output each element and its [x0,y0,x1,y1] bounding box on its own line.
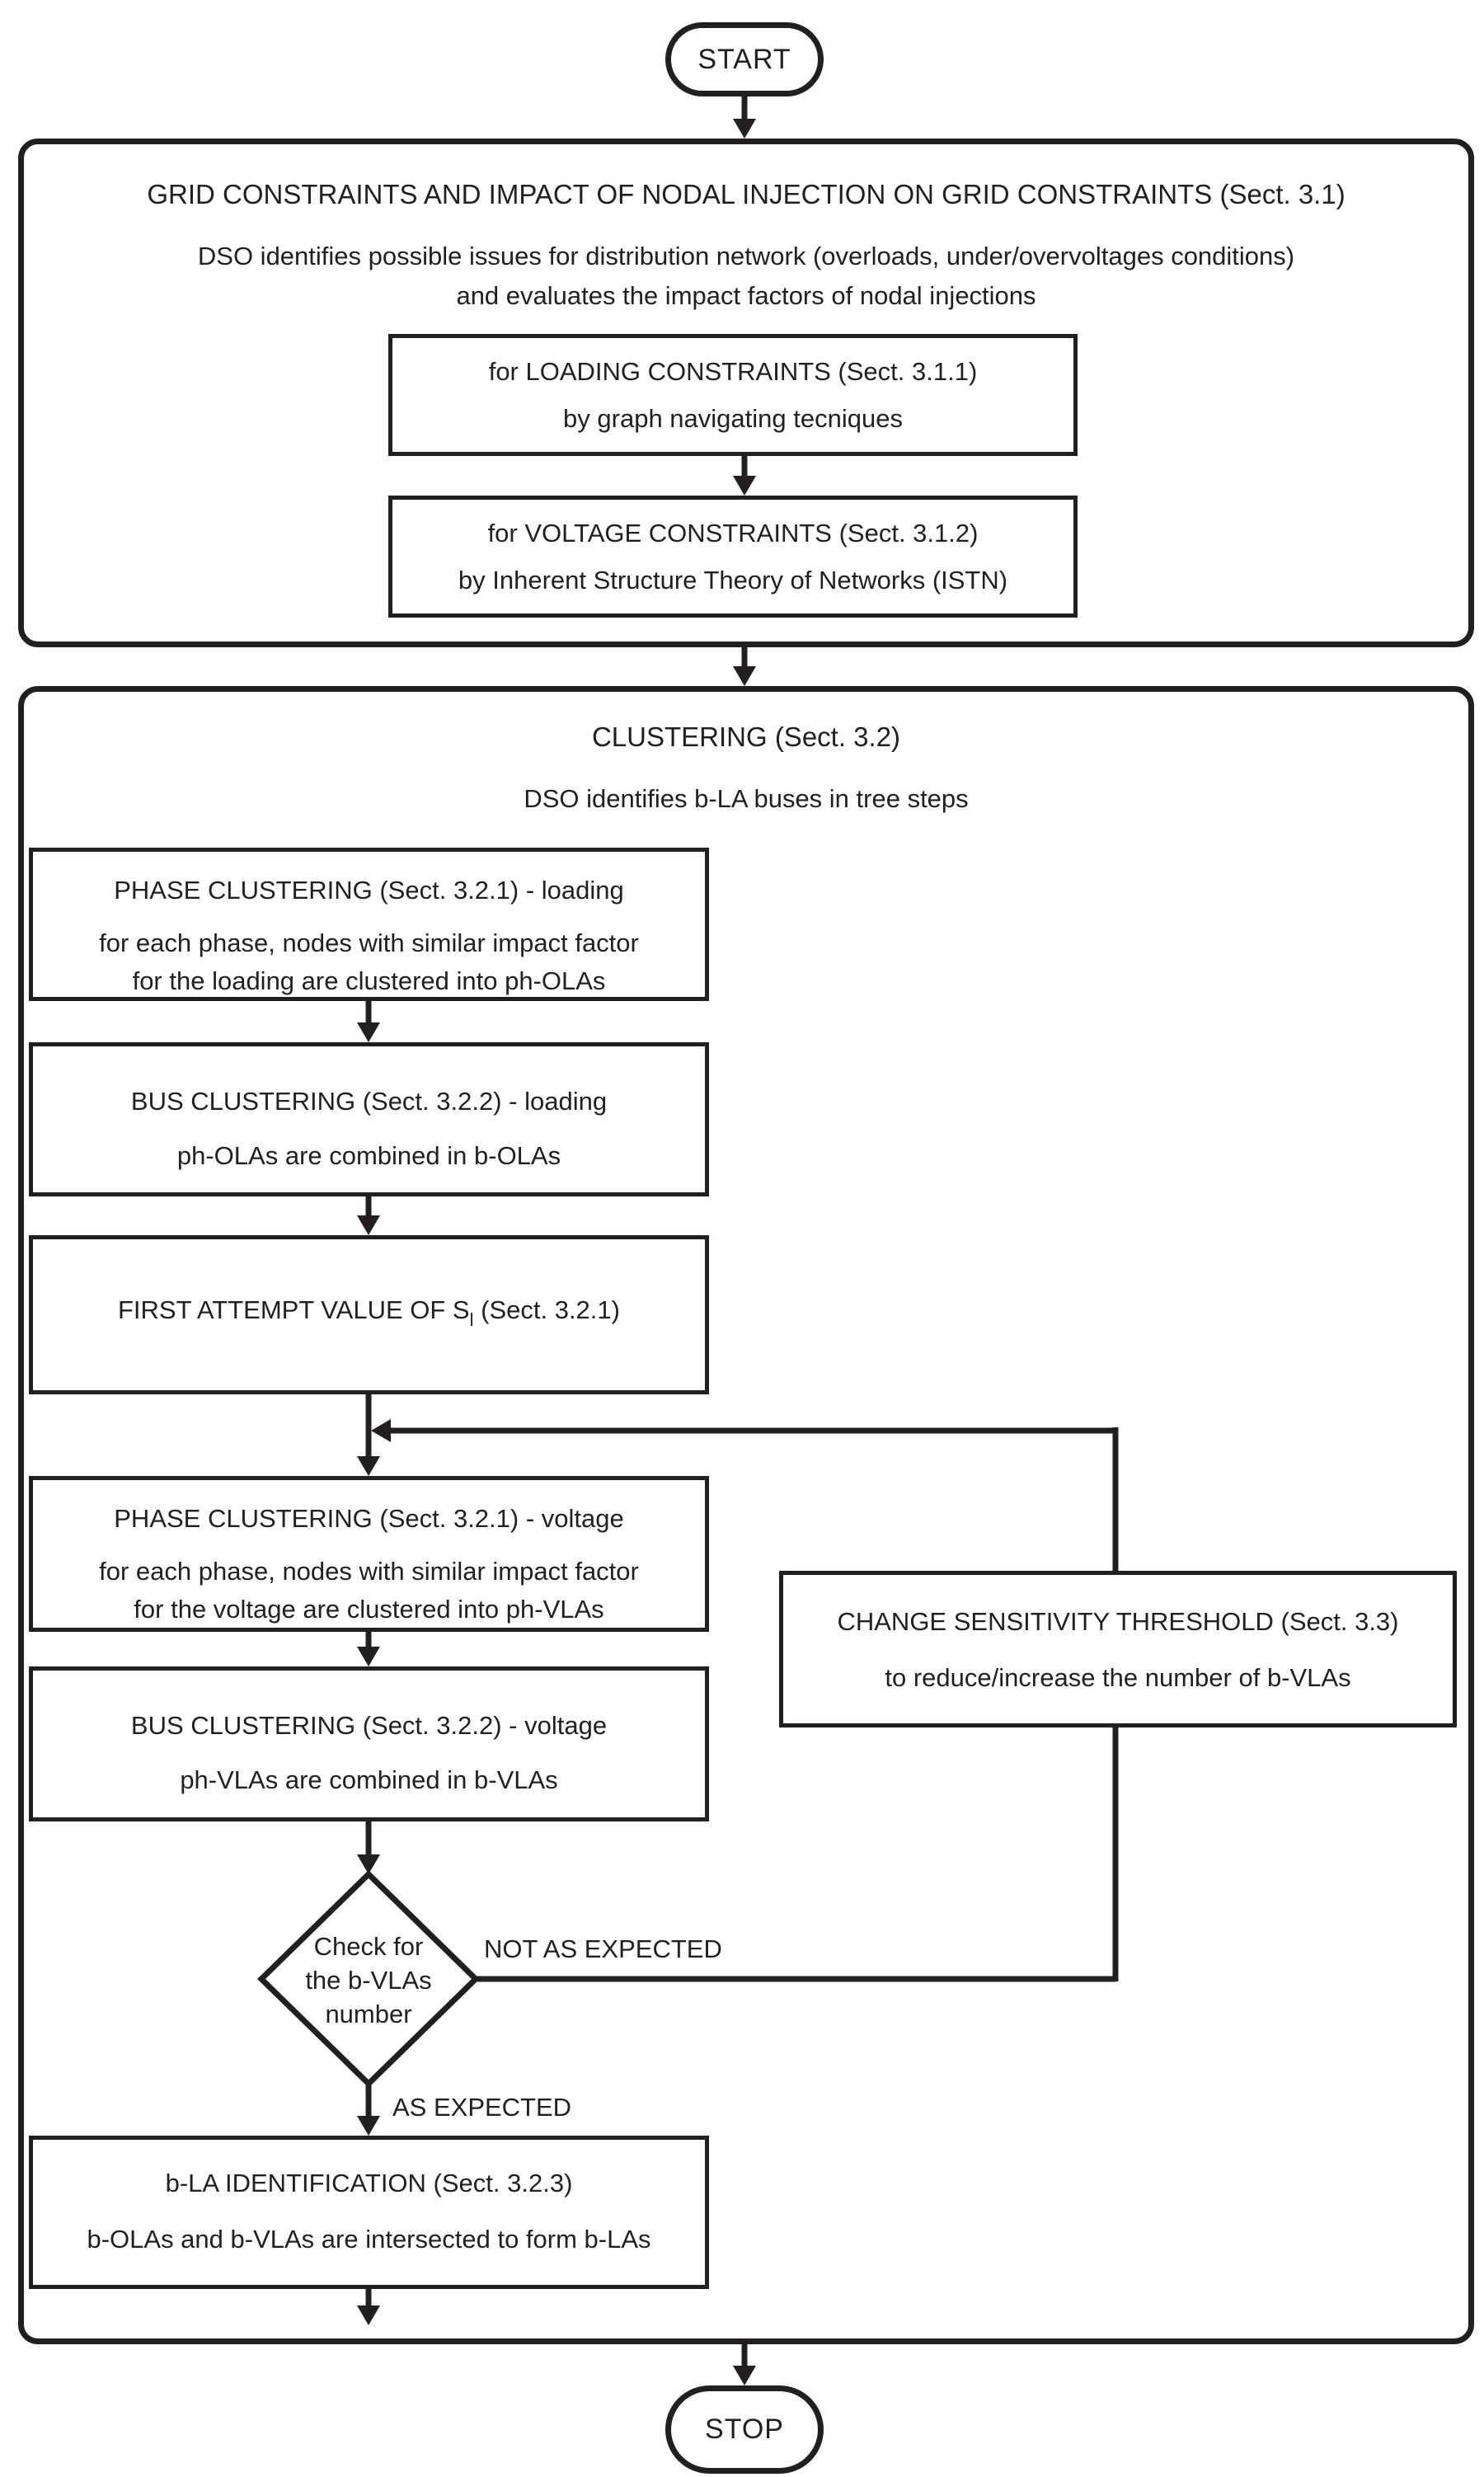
arrow-bla-to-section-exit [357,2289,380,2325]
change-threshold-line1: CHANGE SENSITIVITY THRESHOLD (Sect. 3.3) [837,1607,1399,1636]
first-attempt-prefix: FIRST ATTEMPT VALUE OF S [118,1295,470,1324]
loading-constraints-line2: by graph navigating tecniques [563,404,903,433]
voltage-constraints-line2: by Inherent Structure Theory of Networks… [458,566,1008,595]
bus-clustering-loading-line1: BUS CLUSTERING (Sect. 3.2.2) - loading [130,1087,608,1116]
arrow-bus-voltage-to-decision [357,1821,380,1874]
bus-clustering-voltage-line1: BUS CLUSTERING (Sect. 3.2.2) - voltage [130,1711,608,1740]
grid-section-subtitle-2: and evaluates the impact factors of noda… [456,281,1036,310]
arrow-phase-voltage-to-bus-voltage [357,1632,380,1666]
phase-clustering-loading-line3: for the loading are clustered into ph-OL… [132,966,606,995]
change-threshold-box: CHANGE SENSITIVITY THRESHOLD (Sect. 3.3)… [779,1571,1457,1727]
phase-clustering-loading-line2: for each phase, nodes with similar impac… [99,928,639,957]
decision-diamond [256,1870,481,2088]
arrow-clustering-to-stop [733,2344,756,2385]
phase-clustering-voltage-box: PHASE CLUSTERING (Sect. 3.2.1) - voltage… [29,1476,709,1632]
first-attempt-subscript: l [469,1309,474,1330]
not-as-expected-label: NOT AS EXPECTED [484,1934,722,1963]
bus-clustering-loading-box: BUS CLUSTERING (Sect. 3.2.2) - loading p… [29,1042,709,1196]
clustering-section [18,686,1474,2344]
loop-return-line [371,1419,1119,1981]
stop-terminal: STOP [665,2385,824,2474]
arrow-bus-loading-to-first-attempt [357,1196,380,1235]
start-label: START [697,43,791,75]
phase-clustering-loading-line1: PHASE CLUSTERING (Sect. 3.2.1) - loading [114,876,624,905]
change-threshold-line2: to reduce/increase the number of b-VLAs [885,1663,1351,1692]
as-expected-label: AS EXPECTED [392,2093,572,2122]
phase-clustering-voltage-line3: for the voltage are clustered into ph-VL… [134,1595,604,1624]
phase-clustering-loading-box: PHASE CLUSTERING (Sect. 3.2.1) - loading… [29,848,709,1001]
loading-constraints-line1: for LOADING CONSTRAINTS (Sect. 3.1.1) [488,357,978,386]
arrow-loading-to-voltage [733,456,756,496]
decision-line3: number [325,2000,412,2028]
voltage-constraints-box: for VOLTAGE CONSTRAINTS (Sect. 3.1.2) by… [388,496,1078,618]
grid-section-subtitle-1: DSO identifies possible issues for distr… [197,242,1295,270]
loading-constraints-box: for LOADING CONSTRAINTS (Sect. 3.1.1) by… [388,334,1078,456]
arrow-decision-to-bla [357,2084,380,2136]
stop-label: STOP [705,2414,784,2445]
first-attempt-suffix: (Sect. 3.2.1) [473,1295,620,1324]
clustering-section-title: CLUSTERING (Sect. 3.2) [591,721,901,752]
arrow-first-attempt-to-phase-voltage [357,1394,380,1476]
grid-constraints-section [18,139,1474,647]
phase-clustering-voltage-line2: for each phase, nodes with similar impac… [99,1557,639,1586]
arrow-grid-to-clustering [733,646,756,686]
bla-identification-line1: b-LA IDENTIFICATION (Sect. 3.2.3) [165,2169,573,2197]
arrow-phase-loading-to-bus-loading [357,1001,380,1042]
phase-clustering-voltage-line1: PHASE CLUSTERING (Sect. 3.2.1) - voltage [114,1504,624,1533]
decision-text: Check for the b-VLAs number [237,1929,500,2031]
grid-section-title: GRID CONSTRAINTS AND IMPACT OF NODAL INJ… [147,179,1345,209]
decision-line1: Check for [313,1932,424,1961]
clustering-section-subtitle: DSO identifies b-LA buses in tree steps [524,784,969,813]
bus-clustering-voltage-line2: ph-VLAs are combined in b-VLAs [180,1765,558,1794]
bla-identification-line2: b-OLAs and b-VLAs are intersected to for… [87,2225,651,2254]
first-attempt-value-box: FIRST ATTEMPT VALUE OF Sl (Sect. 3.2.1) [29,1235,709,1394]
bus-clustering-loading-line2: ph-OLAs are combined in b-OLAs [176,1141,561,1170]
decision-line2: the b-VLAs [305,1966,432,1995]
arrow-start-to-grid-section [733,96,756,139]
bus-clustering-voltage-box: BUS CLUSTERING (Sect. 3.2.2) - voltage p… [29,1666,709,1821]
start-terminal: START [665,22,824,96]
voltage-constraints-line1: for VOLTAGE CONSTRAINTS (Sect. 3.1.2) [487,519,979,548]
bla-identification-box: b-LA IDENTIFICATION (Sect. 3.2.3) b-OLAs… [29,2136,709,2289]
